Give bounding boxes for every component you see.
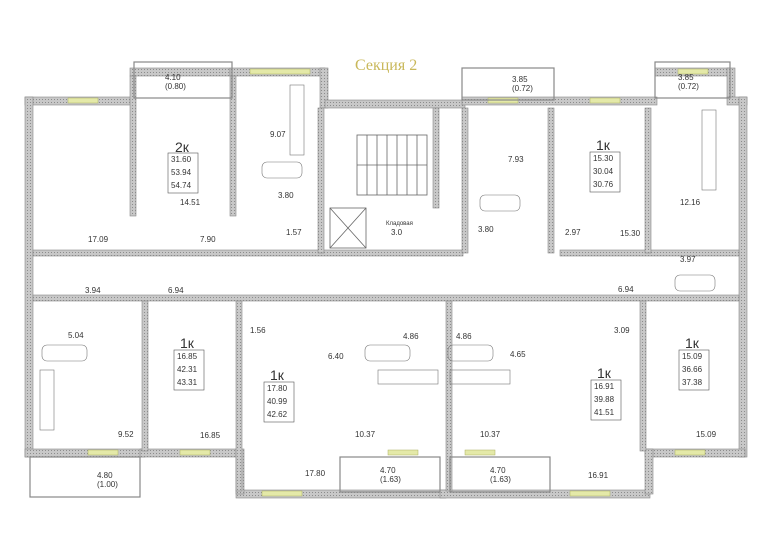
section-title: Секция 2 (355, 57, 417, 74)
room-area-label: 6.40 (328, 352, 344, 361)
svg-text:36.66: 36.66 (682, 365, 703, 374)
fixtures (39, 84, 717, 431)
balcony-area-label: (0.72) (678, 82, 699, 91)
apartment-4: 1к 17.80 40.99 42.62 (263, 367, 295, 423)
balcony-area-label: (1.00) (97, 480, 118, 489)
elevator (329, 207, 367, 249)
room-area-label: 17.09 (88, 235, 109, 244)
apartment-6: 1к 15.09 36.66 37.38 (678, 335, 710, 391)
svg-text:53.94: 53.94 (171, 168, 192, 177)
windows (67, 68, 709, 497)
room-area-label: 15.09 (696, 430, 717, 439)
svg-text:16.91: 16.91 (594, 382, 615, 391)
room-area-label: 7.93 (508, 155, 524, 164)
staircase (356, 134, 428, 196)
room-area-label: 9.52 (118, 430, 134, 439)
svg-text:30.04: 30.04 (593, 167, 614, 176)
room-area-label: 17.80 (305, 469, 326, 478)
svg-text:40.99: 40.99 (267, 397, 288, 406)
svg-text:31.60: 31.60 (171, 155, 192, 164)
balcony-area-label: 4.80 (97, 471, 113, 480)
svg-text:43.31: 43.31 (177, 378, 198, 387)
balcony-area-label: 3.85 (678, 73, 694, 82)
room-area-label: 1.57 (286, 228, 302, 237)
balcony-area-label: 4.10 (165, 73, 181, 82)
room-area-label: 4.86 (456, 332, 472, 341)
storage-label: Кладовая (386, 221, 413, 227)
balcony-area-label: 4.70 (490, 466, 506, 475)
room-area-label: 3.80 (478, 225, 494, 234)
apartment-1: 2к 31.60 53.94 54.74 (167, 139, 199, 194)
room-area-label: 3.94 (85, 286, 101, 295)
room-area-label: 12.16 (680, 198, 701, 207)
balconies (29, 61, 731, 498)
room-area-label: 6.94 (168, 286, 184, 295)
apartment-type: 1к (270, 367, 285, 383)
room-labels: 14.51 9.07 3.80 1.57 17.09 7.90 7.93 3.80 2.97 15… (68, 130, 717, 480)
balcony-area-label: (1.63) (380, 475, 401, 484)
svg-text:41.51: 41.51 (594, 408, 615, 417)
svg-text:30.76: 30.76 (593, 180, 614, 189)
room-area-label: 16.85 (200, 431, 221, 440)
room-area-label: 1.56 (250, 326, 266, 335)
svg-text:15.09: 15.09 (682, 352, 703, 361)
balcony-area-label: 4.70 (380, 466, 396, 475)
apartment-3: 1к 16.85 42.31 43.31 (173, 335, 205, 391)
apartment-type: 1к (596, 137, 611, 153)
room-area-label: 16.91 (588, 471, 609, 480)
svg-text:42.31: 42.31 (177, 365, 198, 374)
svg-text:42.62: 42.62 (267, 410, 288, 419)
balcony-area-label: (0.80) (165, 82, 186, 91)
svg-text:37.38: 37.38 (682, 378, 703, 387)
room-area-label: 15.30 (620, 229, 641, 238)
room-area-label: 4.86 (403, 332, 419, 341)
room-area-label: 6.94 (618, 285, 634, 294)
room-area-label: 4.65 (510, 350, 526, 359)
apartment-2: 1к 15.30 30.04 30.76 (589, 137, 621, 193)
apartment-5: 1к 16.91 39.88 41.51 (590, 365, 622, 421)
room-area-label: 5.04 (68, 331, 84, 340)
svg-text:17.80: 17.80 (267, 384, 288, 393)
apartment-type: 1к (597, 365, 612, 381)
room-area-label: 14.51 (180, 198, 201, 207)
room-area-label: 3.80 (278, 191, 294, 200)
balcony-area-label: (1.63) (490, 475, 511, 484)
storage-area: 3.0 (391, 228, 403, 237)
svg-text:54.74: 54.74 (171, 181, 192, 190)
balcony-labels: 4.10(0.80)3.85(0.72)3.85(0.72)4.80(1.00)… (97, 73, 699, 489)
apartment-type: 1к (180, 335, 195, 351)
svg-text:16.85: 16.85 (177, 352, 198, 361)
svg-text:39.88: 39.88 (594, 395, 615, 404)
room-area-label: 9.07 (270, 130, 286, 139)
room-area-label: 2.97 (565, 228, 581, 237)
room-area-label: 10.37 (355, 430, 376, 439)
room-area-label: 3.97 (680, 255, 696, 264)
balcony-area-label: (0.72) (512, 84, 533, 93)
apartment-type: 1к (685, 335, 700, 351)
svg-text:15.30: 15.30 (593, 154, 614, 163)
room-area-label: 10.37 (480, 430, 501, 439)
balcony-area-label: 3.85 (512, 75, 528, 84)
room-area-label: 7.90 (200, 235, 216, 244)
apartment-type: 2к (175, 139, 190, 155)
room-area-label: 3.09 (614, 326, 630, 335)
